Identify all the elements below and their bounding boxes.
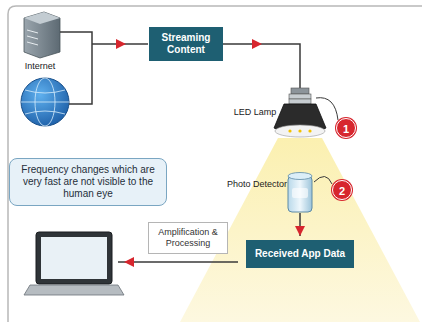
server-icon (24, 12, 60, 58)
node-text: Received App Data (255, 248, 345, 260)
led-lamp-icon (274, 88, 326, 137)
node-text: Amplification & Processing (152, 227, 224, 249)
note-box: Frequency changes which are very fast ar… (9, 158, 167, 206)
part-label: LED Lamp (234, 107, 277, 117)
process-box: Streaming Content (149, 27, 223, 61)
laptop-icon (24, 232, 124, 295)
frame (8, 6, 422, 322)
process-box: Received App Data (246, 240, 354, 268)
leader-line (314, 176, 332, 184)
node-text: 1 (337, 119, 355, 139)
text-box: Amplification & Processing (148, 222, 228, 254)
arrowhead (116, 39, 126, 49)
wire (118, 261, 238, 263)
part-label: Internet (25, 61, 56, 71)
wire (222, 44, 300, 88)
node-text: Streaming Content (153, 32, 219, 56)
part-label: Photo Detector (227, 179, 287, 189)
node-text: Frequency changes which are very fast ar… (16, 164, 160, 200)
callout-number: 2 (332, 180, 352, 200)
callout-number: 1 (336, 118, 356, 138)
node-text: 2 (333, 181, 351, 201)
arrowhead (124, 257, 134, 267)
arrowhead (295, 226, 305, 236)
arrowhead (252, 39, 262, 49)
leader-line (316, 98, 338, 120)
photo-detector-icon (288, 173, 312, 213)
globe-icon (21, 78, 69, 126)
wire (60, 32, 92, 104)
